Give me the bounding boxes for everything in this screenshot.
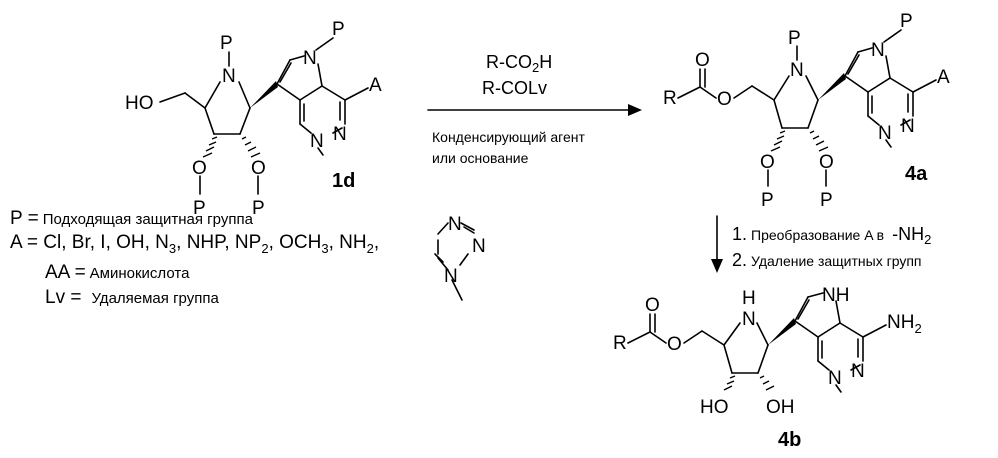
compound-1d: HO N P O P O P N P A N N 1d [125,19,382,219]
c4a-atom-o-carbonyl: O [695,50,710,71]
c4b-atom-o-carbonyl: O [645,295,660,316]
c4a-atom-n-pym1: N [878,123,892,144]
c4a-atom-r: R [663,88,677,109]
arrow2-step2: 2.Удаление защитных групп [732,250,922,270]
c4a-atom-n-ring: N [790,60,804,81]
arrow1-reagent2: R-COLv [482,78,547,98]
c1d-atom-o-right: O [251,158,266,179]
c1d-atom-p-n: P [220,33,233,54]
compound-4a: R O O N P O P O P N P A N N 4a [663,11,950,211]
arrow1-reagent1: R-CO2H [486,52,552,75]
c1d-atom-ho: HO [125,93,154,114]
c4b-atom-oh-right: OH [766,397,795,418]
triazole-n2: N [472,236,486,257]
c1d-atom-o-left: O [192,158,207,179]
c4a-atom-a: A [937,67,950,88]
c4a-atom-o-ester: O [717,89,732,110]
c1d-atom-n-pyrrole: N [303,48,317,69]
c1d-atom-n-pym2: N [333,124,347,145]
reaction-arrow-1: R-CO2H R-COLv Конденсирующий агент или о… [428,52,642,166]
c4a-atom-p-n: P [788,28,801,49]
c4a-label: 4a [905,163,928,185]
c4b-atom-n-pym2: N [851,361,865,382]
c1d-atom-p-right: P [252,198,265,219]
triazole-n1: N [448,214,462,235]
arrow1-condition2: или основание [432,150,529,166]
c4b-atom-h-ring: H [742,288,756,309]
c4b-atom-nh-pyrrole: NH [822,285,849,306]
c4b-atom-n-pym1: N [828,368,842,389]
c4b-atom-r: R [613,333,627,354]
reaction-arrow-2: 1.Преобразование A в-NH2 2.Удаление защи… [711,216,931,273]
c1d-atom-n-ring: N [222,66,236,87]
c4a-atom-o-left: O [760,152,775,173]
c4a-atom-n-pym2: N [901,116,915,137]
c1d-atom-n-pym1: N [310,131,324,152]
c4a-atom-p-pyrrole: P [900,11,913,32]
c4b-atom-ho-left: HO [700,397,729,418]
triazole-structure: N N N [435,214,486,300]
c4b-atom-o-ester: O [667,334,682,355]
legend-a: A = Cl, Br, I, OH, N3, NHP, NP2, OCH3, N… [10,232,379,256]
legend-p: P =Подходящая защитная группа [10,208,254,229]
c4a-atom-o-right: O [819,152,834,173]
triazole-n3: N [444,266,458,287]
c1d-atom-a: A [369,75,382,96]
c4a-atom-p-right: P [820,190,833,211]
c4b-atom-nh2: NH2 [887,312,922,336]
c4a-atom-n-pyrrole: N [871,40,885,61]
legend-lv: Lv =Удаляемая группа [45,287,219,308]
c4b-atom-n-ring: N [742,309,756,330]
legend: P =Подходящая защитная группа A = Cl, Br… [10,208,486,308]
c4b-label: 4b [778,429,801,451]
arrow2-step1: 1.Преобразование A в-NH2 [732,224,931,247]
arrow1-condition1: Конденсирующий агент [432,129,585,145]
legend-aa: AA =Аминокислота [45,262,190,283]
c4a-atom-p-left: P [761,190,774,211]
c1d-label: 1d [332,170,355,192]
c1d-atom-p-pyrrole: P [332,19,345,40]
compound-4b: R O O H N HO OH NH NH2 N N 4b [613,285,922,451]
